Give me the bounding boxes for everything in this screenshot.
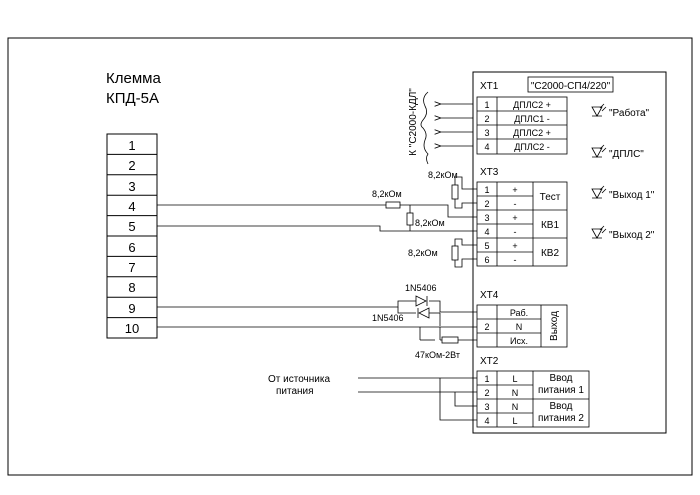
xt4-row-number: 2 (484, 322, 489, 332)
xt1-row-signal: ДПЛС2 + (513, 128, 551, 138)
resistor-kv2 (451, 238, 477, 268)
xt3-row-polarity: + (512, 241, 517, 251)
xt3-row-number: 4 (484, 227, 489, 237)
xt3-group-test: Тест (540, 192, 561, 203)
xt2-label: XT2 (480, 356, 499, 367)
xt1-row-signal: ДПЛС1 - (514, 114, 549, 124)
led-label-output1: "Выход 1" (609, 190, 655, 201)
terminal-number: 1 (128, 138, 135, 153)
xt4-wiring (157, 300, 477, 344)
led-label-dpls: "ДПЛС" (609, 149, 644, 160)
xt3-row-polarity: - (514, 227, 517, 237)
xt1-label: XT1 (480, 81, 499, 92)
xt4-side-label: Выход (549, 311, 560, 341)
xt2-row-signal: L (512, 416, 517, 426)
xt3-row-polarity: - (514, 199, 517, 209)
xt1-row-signal: ДПЛС2 + (513, 100, 551, 110)
power-source-line1: От источника (268, 374, 330, 385)
xt1-external-label: К "С2000-КДЛ" (408, 88, 419, 156)
terminal-number: 5 (128, 219, 135, 234)
xt1-row-number: 1 (484, 100, 489, 110)
terminal-number: 8 (128, 280, 135, 295)
xt1-row-number: 2 (484, 114, 489, 124)
terminal-block-model: КПД-5А (106, 90, 159, 107)
xt2-row-signal: L (512, 374, 517, 384)
xt3-table (476, 181, 568, 267)
xt1-row-signal: ДПЛС2 - (514, 142, 549, 152)
xt2-row-number: 4 (484, 416, 489, 426)
xt2-power2-line2: питания 2 (538, 413, 584, 424)
xt2-power2-line1: Ввод (549, 401, 572, 412)
xt2-table (476, 370, 590, 428)
terminal-number: 7 (128, 260, 135, 275)
xt4-row-signal: N (516, 322, 523, 332)
led-label-output2: "Выход 2" (609, 230, 655, 241)
terminal-strip: 1 2 3 4 5 6 7 8 9 10 (106, 133, 158, 339)
device-name: "С2000-СП4/220" (531, 81, 611, 92)
terminal-number: 2 (128, 158, 135, 173)
xt1-table (476, 96, 568, 155)
led-icon (591, 225, 607, 239)
device-body (472, 71, 667, 434)
xt2-row-number: 2 (484, 388, 489, 398)
diode-icon (415, 295, 428, 307)
xt3-row-polarity: + (512, 213, 517, 223)
xt3-row-number: 1 (484, 185, 489, 195)
xt4-row-signal: Исх. (510, 336, 528, 346)
xt1-row-number: 4 (484, 142, 489, 152)
drawing-frame (7, 37, 693, 476)
xt4-label: XT4 (480, 290, 499, 301)
xt2-row-signal: N (512, 388, 519, 398)
resistor-kv2-label: 8,2кОм (408, 248, 438, 258)
xt3-group-kv2: КВ2 (541, 248, 559, 259)
terminal-number: 10 (125, 321, 139, 336)
led-label-work: "Работа" (609, 107, 650, 119)
terminal-block-title: Клемма (106, 70, 161, 87)
led-icon (591, 103, 607, 117)
load-resistor-label: 47кОм-2Вт (415, 350, 460, 360)
led-icon (591, 144, 607, 158)
xt3-row-number: 5 (484, 241, 489, 251)
xt2-row-signal: N (512, 402, 519, 412)
xt3-label: XT3 (480, 167, 499, 178)
xt2-row-number: 3 (484, 402, 489, 412)
terminal-number: 4 (128, 199, 135, 214)
xt2-wiring (358, 377, 477, 421)
resistor-test (451, 176, 477, 209)
xt3-row-polarity: - (514, 255, 517, 265)
diode-label-bottom: 1N5406 (372, 313, 404, 323)
device-name-box (527, 76, 614, 93)
xt1-row-number: 3 (484, 128, 489, 138)
diode-icon (417, 307, 430, 319)
xt4-row-signal: Раб. (510, 308, 528, 318)
kv1-wiring (157, 201, 477, 232)
xt2-power1-line2: питания 1 (538, 385, 584, 396)
resistor-test-label: 8,2кОм (428, 170, 458, 180)
xt2-power1-line1: Ввод (549, 373, 572, 384)
xt1-input-arrows (440, 104, 473, 146)
terminal-number: 3 (128, 179, 135, 194)
terminal-number: 9 (128, 301, 135, 316)
xt3-row-number: 2 (484, 199, 489, 209)
xt4-table (476, 304, 568, 348)
xt3-row-number: 6 (484, 255, 489, 265)
xt1-brace (420, 91, 429, 165)
xt3-row-number: 3 (484, 213, 489, 223)
xt3-row-polarity: + (512, 185, 517, 195)
xt3-group-kv1: КВ1 (541, 220, 559, 231)
resistor-series-label: 8,2кОм (372, 189, 402, 199)
led-icon (591, 185, 607, 199)
diode-label-top: 1N5406 (405, 283, 437, 293)
xt2-row-number: 1 (484, 374, 489, 384)
power-source-line2: питания (276, 386, 314, 397)
terminal-number: 6 (128, 240, 135, 255)
resistor-parallel-label: 8,2кОм (415, 218, 445, 228)
